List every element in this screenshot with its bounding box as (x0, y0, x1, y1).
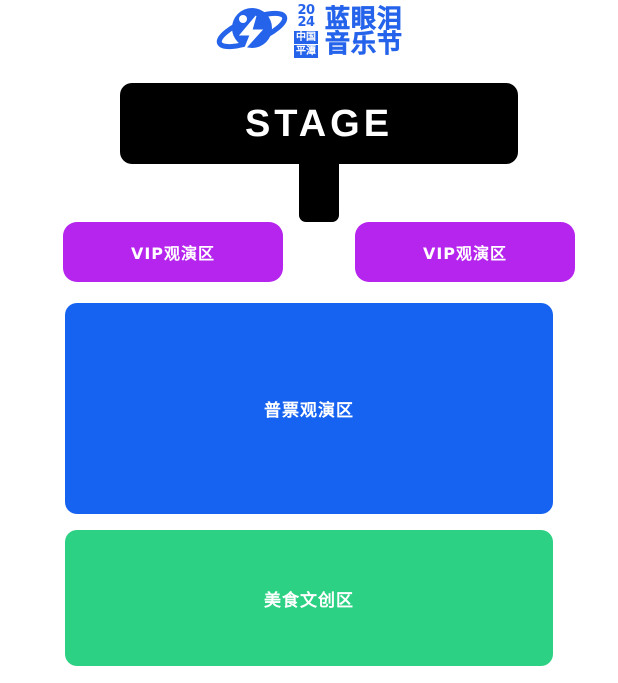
festival-title-line-2: 音乐节 (324, 29, 403, 58)
stage-runway-stem (299, 160, 339, 222)
festival-place-line-1: 中国 (293, 30, 318, 44)
zone-vip-left-label: VIP观演区 (130, 244, 216, 263)
stage-area[interactable]: STAGE (120, 83, 518, 164)
festival-logo-lockup: 20 24 中国 平潭 蓝眼泪 音乐节 (215, 3, 403, 59)
zone-vip-right[interactable]: VIP观演区 (355, 222, 575, 282)
zone-food-culture-label: 美食文创区 (264, 590, 354, 611)
festival-title-line-1: 蓝眼泪 (324, 4, 403, 33)
zone-vip-left[interactable]: VIP观演区 (63, 222, 283, 282)
festival-year-place-block: 20 24 中国 平潭 (293, 2, 318, 58)
festival-place-line-2: 平潭 (293, 44, 318, 58)
zone-general-admission-label: 普票观演区 (264, 401, 354, 421)
festival-year-top: 20 (297, 2, 315, 18)
stage-label: STAGE (244, 102, 394, 145)
stage-block[interactable]: STAGE (120, 83, 518, 164)
festival-title-block: 蓝眼泪 音乐节 (324, 4, 403, 58)
planet-lightning-icon (216, 8, 288, 51)
zone-general-admission[interactable]: 普票观演区 (65, 303, 553, 514)
festival-year-bottom: 24 (297, 14, 315, 30)
zone-vip-right-label: VIP观演区 (422, 244, 508, 263)
festival-logo-header: 20 24 中国 平潭 蓝眼泪 音乐节 (0, 0, 618, 62)
zone-food-culture[interactable]: 美食文创区 (65, 530, 553, 666)
